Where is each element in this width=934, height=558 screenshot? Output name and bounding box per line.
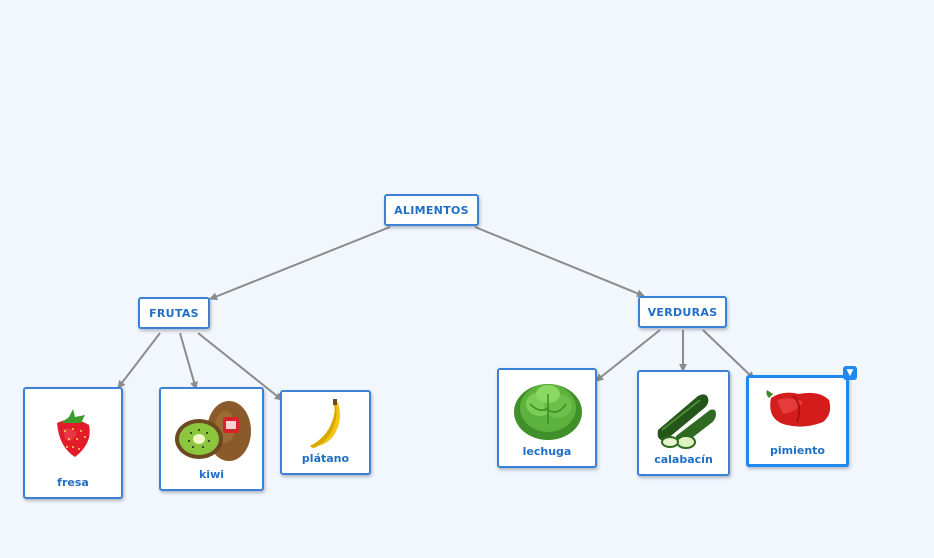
connector-verduras-pimiento (702, 329, 755, 380)
node-kiwi[interactable]: kiwi (159, 387, 264, 491)
node-lechuga-label: lechuga (522, 445, 572, 458)
banana-icon (310, 399, 340, 448)
node-fresa-label: fresa (57, 476, 89, 489)
connector-frutas-kiwi (179, 332, 198, 390)
node-pimiento[interactable]: pimiento (746, 375, 849, 467)
connector-verduras-lechuga (595, 329, 661, 382)
node-frutas[interactable]: FRUTAS (138, 297, 210, 329)
node-calabacin-label: calabacín (654, 453, 713, 466)
node-alimentos[interactable]: ALIMENTOS (384, 194, 479, 226)
node-fresa[interactable]: fresa (23, 387, 123, 499)
strawberry-icon (57, 409, 90, 457)
node-kiwi-label: kiwi (198, 468, 225, 481)
connector-alimentos-frutas (209, 226, 391, 301)
node-platano[interactable]: plátano (280, 390, 371, 475)
node-pimiento-label: pimiento (770, 444, 825, 457)
zucchini-icon (657, 394, 716, 449)
kiwi-icon (175, 401, 251, 461)
node-verduras[interactable]: VERDURAS (638, 296, 727, 328)
lettuce-icon (514, 384, 582, 440)
node-platano-label: plátano (301, 452, 350, 465)
node-verduras-label: VERDURAS (647, 305, 718, 319)
connector-alimentos-verduras (474, 226, 645, 298)
node-alimentos-label: ALIMENTOS (394, 203, 469, 217)
node-lechuga[interactable]: lechuga (497, 368, 597, 468)
pepper-icon (766, 390, 831, 427)
connector-frutas-fresa (117, 332, 161, 389)
node-frutas-label: FRUTAS (149, 306, 199, 320)
node-options-menu-button[interactable]: ▼ (843, 366, 857, 380)
node-calabacin[interactable]: calabacín (637, 370, 730, 476)
connector-frutas-platano (197, 332, 283, 401)
